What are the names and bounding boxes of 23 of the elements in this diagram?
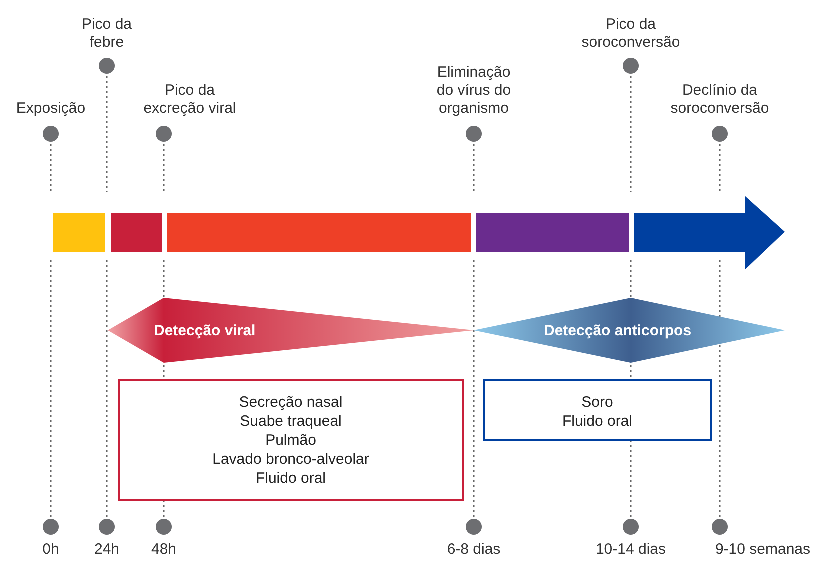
- sample-type-text: Secreção nasal: [238, 393, 344, 412]
- sample-box: [118, 379, 464, 501]
- sample-box: [483, 379, 712, 441]
- time-label: 24h: [94, 540, 120, 559]
- time-label: 0h: [42, 540, 60, 559]
- sample-type-text: Soro: [580, 393, 614, 412]
- sample-type-text: Lavado bronco-alveolar: [212, 450, 370, 469]
- time-label: 10-14 dias: [596, 540, 666, 559]
- sample-type-text: Fluido oral: [561, 412, 634, 431]
- band-label: Detecção viral: [154, 322, 256, 339]
- event-label: Pico da soroconversão: [580, 16, 682, 52]
- sample-type-text: Suabe traqueal: [239, 412, 343, 431]
- sample-type-text: Fluido oral: [254, 469, 328, 488]
- time-label: 6-8 dias: [447, 540, 501, 559]
- event-label: Pico da excreção viral: [142, 82, 238, 118]
- event-label: Pico da febre: [80, 16, 134, 52]
- band-label: Detecção anticorpos: [544, 322, 692, 339]
- sample-type-text: Pulmão: [264, 431, 318, 450]
- time-label: 48h: [151, 540, 177, 559]
- event-label: Eliminação do vírus do organismo: [436, 64, 512, 118]
- event-label: Declínio da soroconversão: [670, 82, 770, 118]
- time-label: 9-10 semanas: [715, 540, 811, 559]
- event-label: Exposição: [16, 100, 86, 118]
